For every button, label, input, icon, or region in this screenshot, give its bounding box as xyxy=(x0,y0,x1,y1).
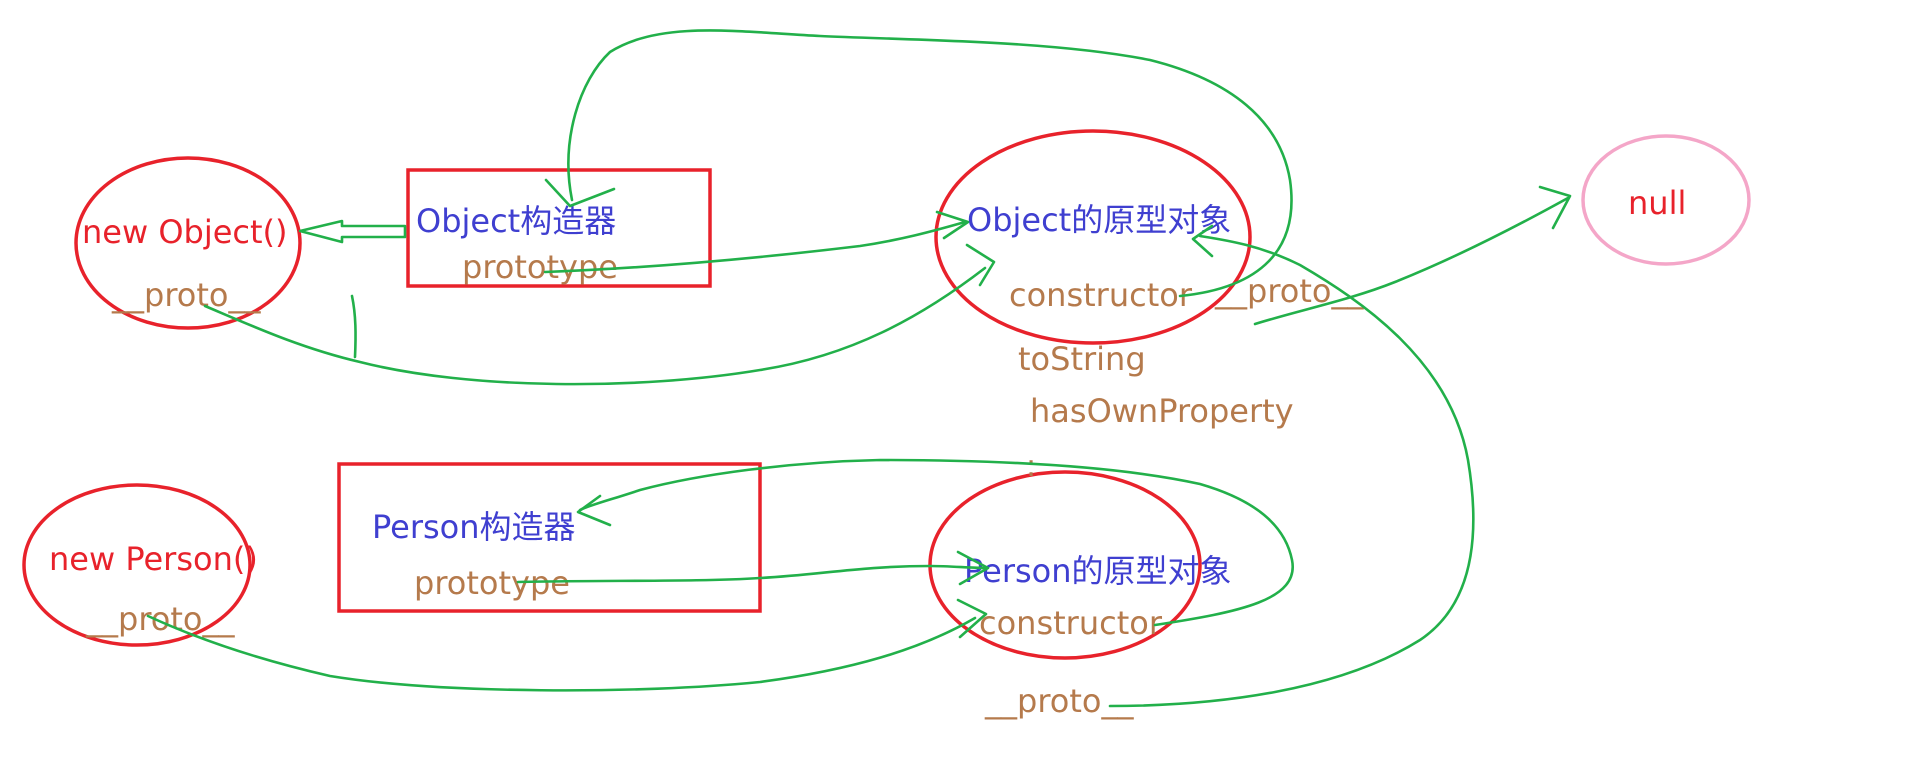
null-label: null xyxy=(1628,184,1686,222)
person-prototype-constructor-label: constructor xyxy=(979,604,1163,642)
object-constructor-label: Object构造器 xyxy=(416,202,616,240)
person-prototype-arrowhead xyxy=(956,550,990,586)
person-constructor-box xyxy=(337,462,762,613)
person-prototype-title: Person的原型对象 xyxy=(964,552,1232,590)
stray-stroke xyxy=(350,294,357,359)
object-constructor-box xyxy=(406,168,712,288)
new-object-ellipse xyxy=(74,156,302,330)
person-constructor-loop-arrowhead xyxy=(576,494,612,527)
object-proto-to-null-arrowhead xyxy=(1538,185,1572,230)
new-object-proto-label: __proto__ xyxy=(111,276,261,314)
method-ellipsis: : xyxy=(1026,449,1036,484)
person-prototype-proto-label: __proto__ xyxy=(984,682,1134,720)
person-proto-to-object-proto-arrow xyxy=(1108,234,1475,708)
new-person-proto-arrowhead xyxy=(956,598,988,639)
object-prototype-arrowhead xyxy=(935,210,970,240)
new-object-proto-arrowhead xyxy=(965,243,996,287)
object-prototype-constructor-label: constructor xyxy=(1009,276,1193,314)
object-constructor-loop-arrow xyxy=(567,29,1293,298)
object-constructor-loop-arrowhead xyxy=(544,178,616,208)
null-ellipse xyxy=(1581,134,1751,266)
new-object-label: new Object() xyxy=(82,213,288,251)
person-prototype-property-label: prototype xyxy=(414,564,570,602)
new-person-proto-arrow xyxy=(146,614,977,692)
method-hasownproperty: hasOwnProperty xyxy=(1030,392,1294,430)
object-prototype-ellipse xyxy=(934,129,1252,345)
person-constructor-loop-arrow xyxy=(578,458,1294,627)
method-tostring: toString xyxy=(1018,340,1146,378)
object-proto-to-null-arrow xyxy=(1253,196,1570,326)
object-ctor-to-instance-arrow xyxy=(298,219,407,244)
object-prototype-property-label: prototype xyxy=(462,248,618,286)
new-person-ellipse xyxy=(22,483,252,647)
object-prototype-arrow xyxy=(543,220,967,274)
new-person-label: new Person() xyxy=(49,540,258,578)
new-object-proto-arrow xyxy=(203,266,987,386)
person-constructor-label: Person构造器 xyxy=(372,508,576,546)
new-person-proto-label: __proto__ xyxy=(85,600,235,638)
person-proto-to-object-proto-arrowhead xyxy=(1191,224,1214,258)
person-prototype-arrow xyxy=(516,564,987,584)
object-prototype-title: Object的原型对象 xyxy=(967,201,1231,239)
